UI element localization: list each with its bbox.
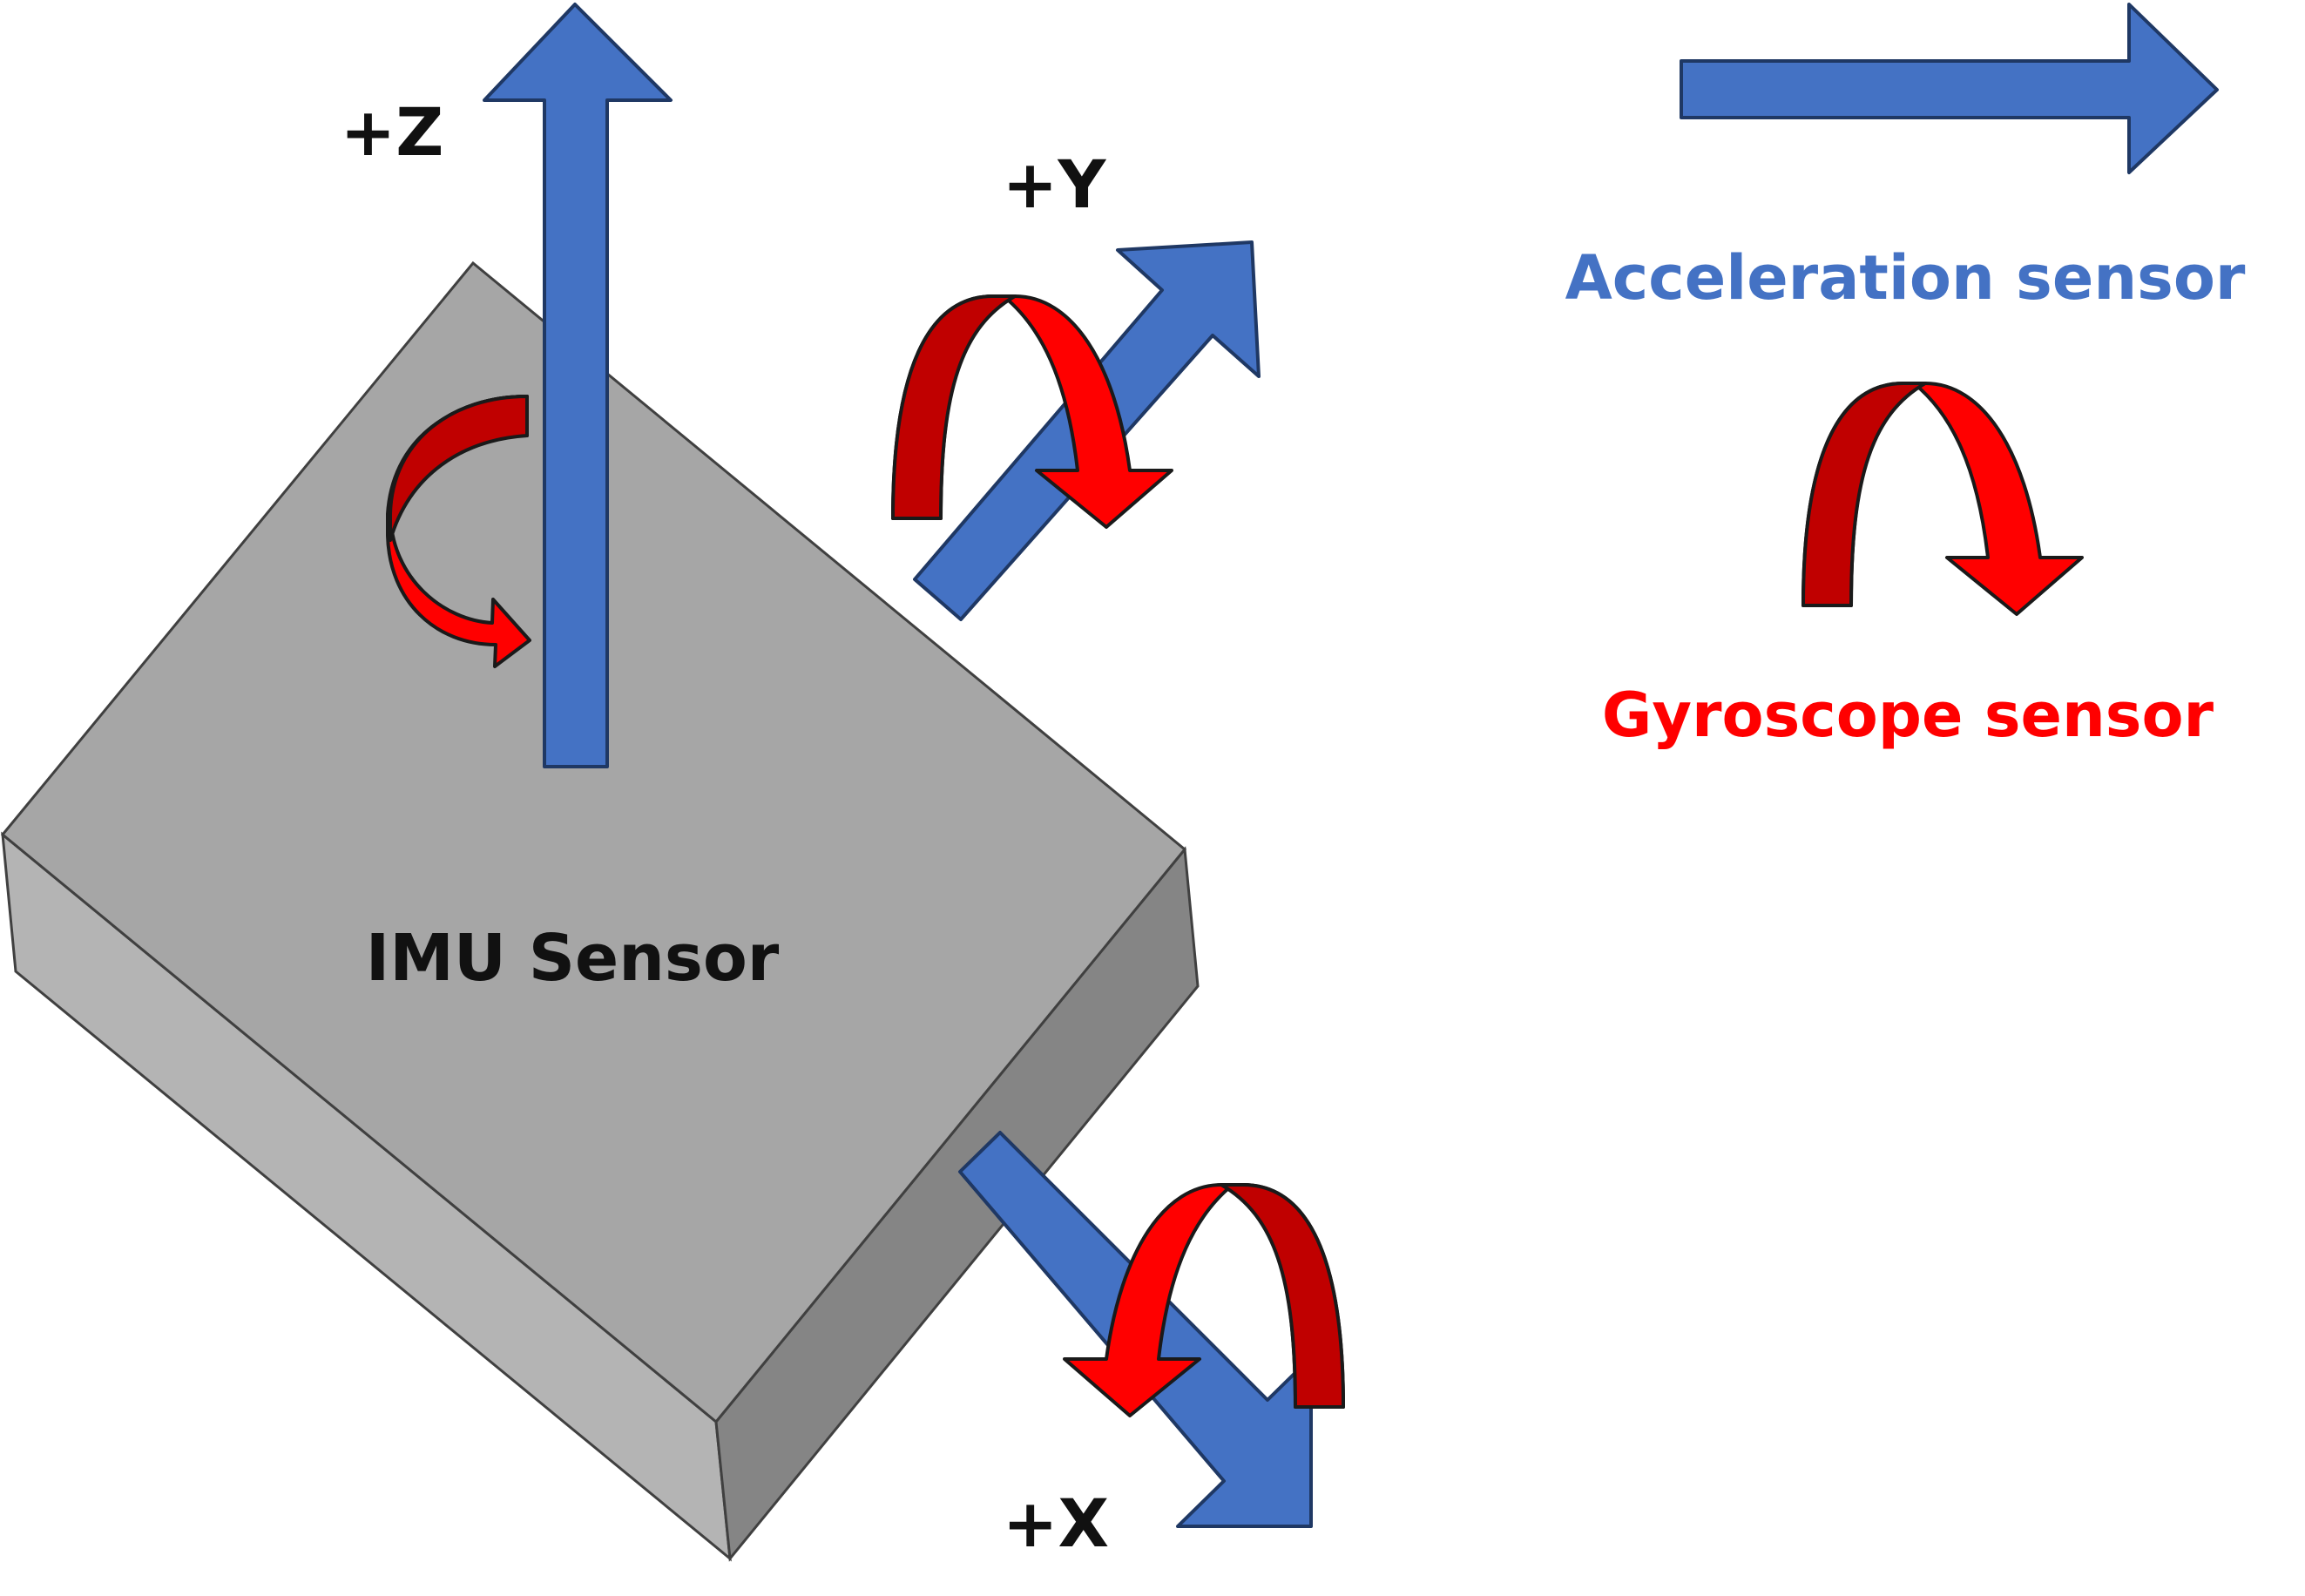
y-axis: +Y: [891, 145, 1261, 621]
x-axis: +X: [958, 1131, 1345, 1562]
legend: Acceleration sensor Gyroscope sensor: [1565, 3, 2246, 751]
y-axis-label: +Y: [1003, 145, 1107, 223]
legend-acceleration: Acceleration sensor: [1565, 3, 2246, 314]
curved-rotation-arrow-icon: [1801, 382, 2084, 616]
legend-gyroscope-label: Gyroscope sensor: [1602, 680, 2214, 751]
z-axis: +Z: [341, 3, 673, 768]
imu-sensor-block: IMU Sensor: [0, 260, 1200, 1562]
x-axis-label: +X: [1003, 1484, 1109, 1562]
imu-sensor-label: IMU Sensor: [366, 921, 780, 996]
z-accel-arrow: [483, 3, 673, 768]
z-axis-label: +Z: [341, 93, 444, 171]
legend-acceleration-label: Acceleration sensor: [1565, 242, 2246, 314]
z-gyro-arrow: [386, 395, 531, 668]
legend-gyroscope: Gyroscope sensor: [1602, 382, 2214, 751]
block-top-face: [0, 260, 1187, 1424]
straight-arrow-icon: [1680, 3, 2219, 174]
